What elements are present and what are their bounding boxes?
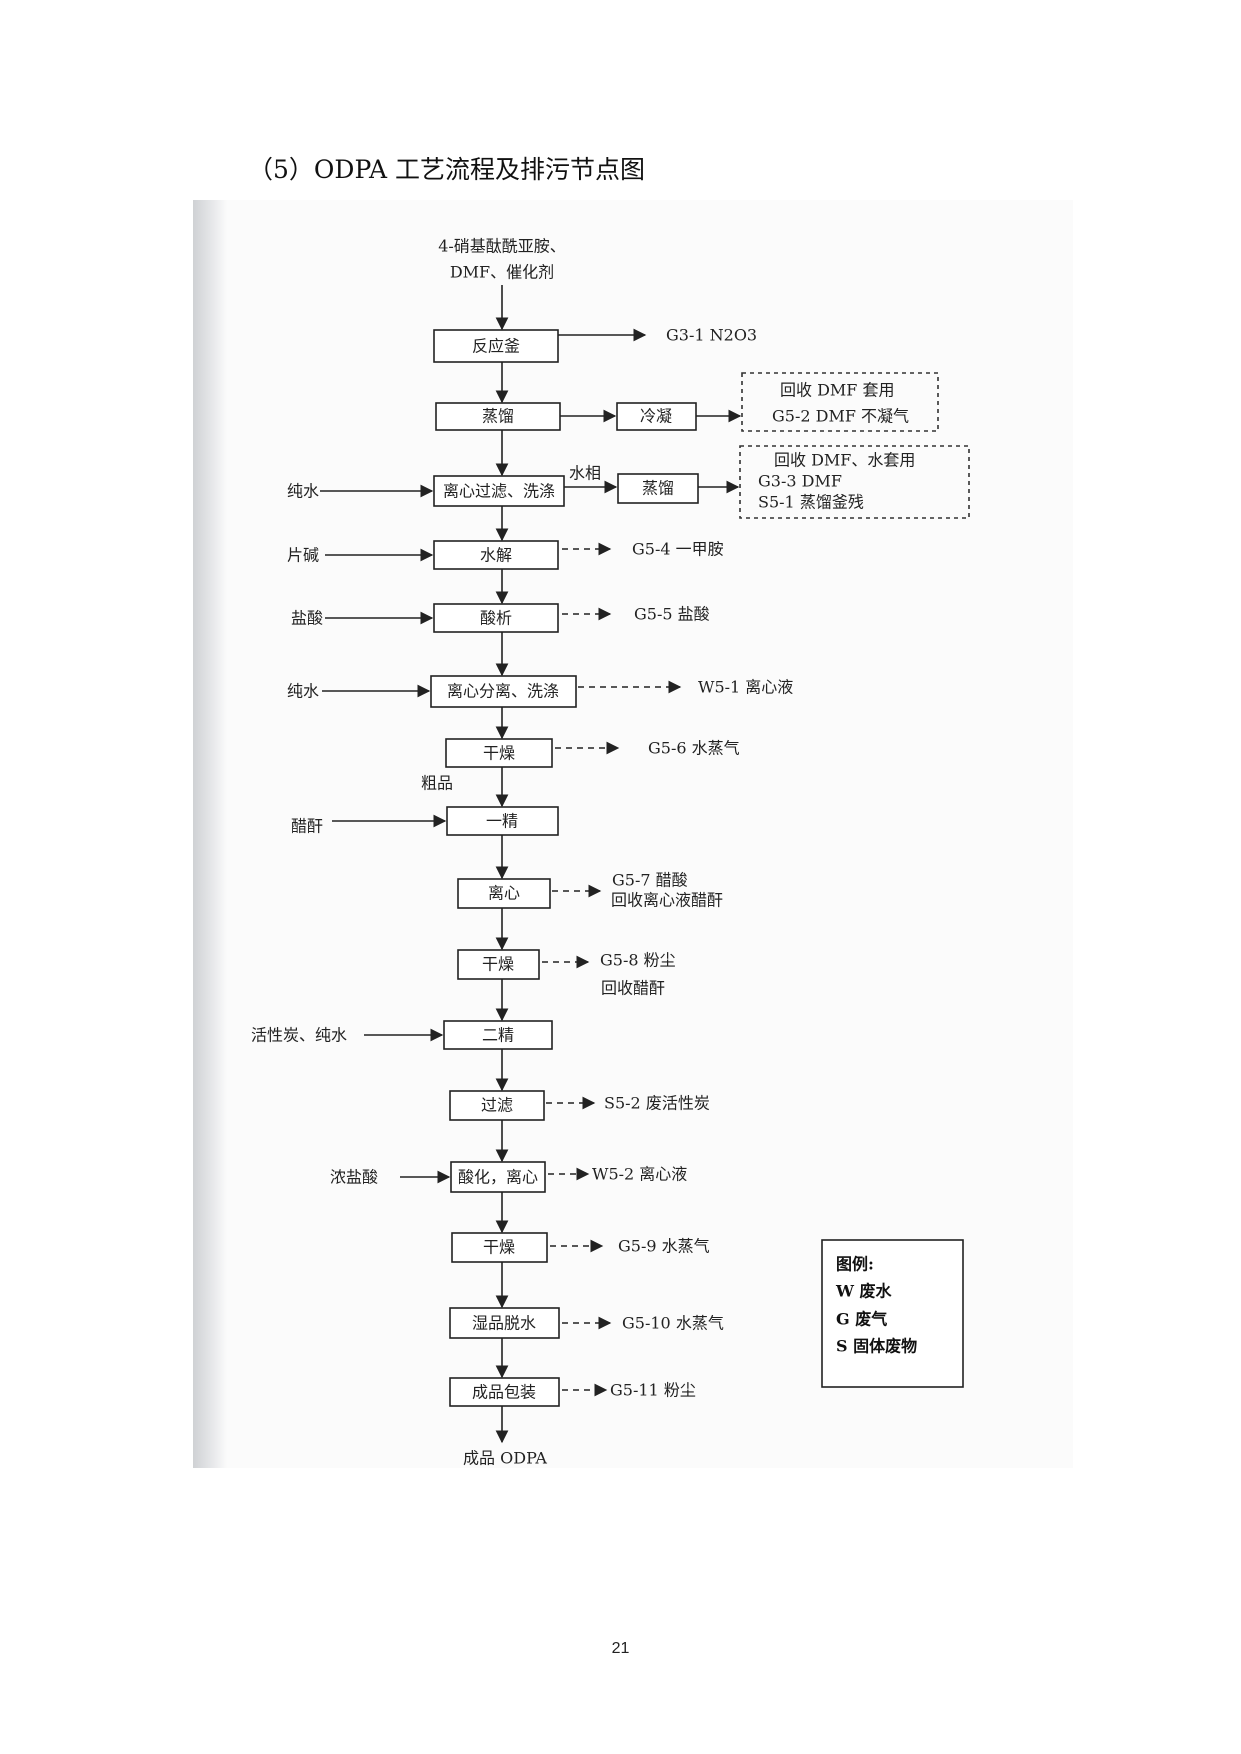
step-packaging: 成品包装 (449, 1377, 560, 1407)
svg-text:S 固体废物: S 固体废物 (836, 1337, 917, 1356)
step-drying-2: 干燥 (457, 949, 540, 980)
emission-g5-10: G5-10 水蒸气 (562, 1314, 724, 1333)
input-flake-caustic: 片碱 (287, 546, 434, 565)
step-filtration: 过滤 (449, 1090, 545, 1121)
svg-text:冷凝: 冷凝 (640, 407, 672, 426)
side-unit-water-distillation: 水相 蒸馏 (564, 464, 740, 504)
svg-text:蒸馏: 蒸馏 (642, 479, 674, 498)
svg-text:反应釜: 反应釜 (472, 337, 520, 356)
step-centrifuge-2: 离心 (457, 878, 551, 909)
step-wet-dewatering: 湿品脱水 (449, 1307, 560, 1339)
step-hydrolysis: 水解 (433, 540, 559, 570)
emission-w5-1: W5-1 离心液 (578, 678, 793, 697)
page-title: （5）ODPA 工艺流程及排污节点图 (248, 155, 645, 184)
svg-text:G5-2 DMF 不凝气: G5-2 DMF 不凝气 (772, 407, 909, 426)
svg-text:水解: 水解 (480, 546, 512, 565)
step-acidify-centrifuge: 酸化，离心 (450, 1161, 546, 1193)
svg-text:成品包装: 成品包装 (472, 1383, 536, 1402)
input-acetic-anhydride: 醋酐 (291, 814, 447, 836)
svg-text:G5-6 水蒸气: G5-6 水蒸气 (648, 739, 740, 758)
svg-text:干燥: 干燥 (483, 744, 515, 763)
svg-text:蒸馏: 蒸馏 (482, 407, 514, 426)
step-reactor: 反应釜 (433, 329, 559, 363)
svg-text:湿品脱水: 湿品脱水 (472, 1314, 536, 1333)
svg-text:纯水: 纯水 (287, 482, 319, 501)
emission-g5-8: G5-8 粉尘 回收醋酐 (542, 951, 676, 998)
svg-text:G5-7 醋酸: G5-7 醋酸 (612, 871, 688, 890)
svg-text:纯水: 纯水 (287, 682, 319, 701)
svg-text:浓盐酸: 浓盐酸 (330, 1168, 378, 1187)
emission-g5-4: G5-4 一甲胺 (562, 540, 724, 559)
svg-text:G3-3 DMF: G3-3 DMF (758, 472, 842, 491)
svg-text:片碱: 片碱 (287, 546, 319, 565)
svg-text:过滤: 过滤 (481, 1096, 513, 1115)
svg-text:G 废气: G 废气 (836, 1310, 887, 1329)
emission-g3-1: G3-1 N2O3 (558, 326, 757, 345)
input-hydrochloric-acid: 盐酸 (291, 609, 434, 628)
emission-g5-5: G5-5 盐酸 (562, 605, 710, 624)
svg-text:离心分离、洗涤: 离心分离、洗涤 (447, 682, 559, 701)
svg-text:S5-1 蒸馏釜残: S5-1 蒸馏釜残 (758, 493, 864, 512)
svg-text:回收离心液醋酐: 回收离心液醋酐 (611, 891, 723, 910)
svg-text:醋酐: 醋酐 (291, 817, 323, 836)
input-activated-carbon-water: 活性炭、纯水 (251, 1026, 444, 1045)
side-unit-condenser: 冷凝 (560, 402, 742, 431)
step-distillation: 蒸馏 (435, 402, 561, 431)
svg-text:干燥: 干燥 (483, 1238, 515, 1257)
step-drying-1: 干燥 (445, 738, 553, 768)
input-concentrated-hcl: 浓盐酸 (330, 1168, 451, 1187)
svg-text:回收醋酐: 回收醋酐 (601, 979, 665, 998)
input-pure-water-2: 纯水 (287, 682, 431, 701)
emission-w5-2: W5-2 离心液 (548, 1165, 687, 1184)
input-pure-water-1: 纯水 (287, 482, 434, 501)
svg-text:W 废水: W 废水 (835, 1282, 893, 1301)
svg-text:酸化，离心: 酸化，离心 (458, 1168, 538, 1187)
svg-text:回收 DMF 套用: 回收 DMF 套用 (780, 381, 895, 400)
step-refine-2: 二精 (443, 1020, 553, 1050)
step-drying-3: 干燥 (451, 1232, 548, 1263)
crude-product-label: 粗品 (421, 774, 453, 793)
top-input-line2: DMF、催化剂 (450, 263, 554, 282)
emission-s5-2: S5-2 废活性炭 (546, 1094, 710, 1113)
svg-text:W5-2 离心液: W5-2 离心液 (592, 1165, 687, 1184)
top-input-line1: 4-硝基酞酰亚胺、 (438, 237, 566, 256)
legend-box: 图例: W 废水 G 废气 S 固体废物 (821, 1239, 964, 1388)
svg-text:G5-8 粉尘: G5-8 粉尘 (600, 951, 676, 970)
svg-text:回收 DMF、水套用: 回收 DMF、水套用 (774, 451, 915, 470)
emission-g5-11: G5-11 粉尘 (562, 1381, 696, 1400)
svg-text:G5-5 盐酸: G5-5 盐酸 (634, 605, 710, 624)
svg-text:G5-9 水蒸气: G5-9 水蒸气 (618, 1237, 710, 1256)
recovery-box-dmf: 回收 DMF 套用 G5-2 DMF 不凝气 (741, 372, 939, 432)
step-acid-precipitation: 酸析 (433, 603, 559, 633)
page-number: 21 (611, 1640, 630, 1657)
svg-text:G5-4 一甲胺: G5-4 一甲胺 (632, 540, 724, 559)
emission-g5-6: G5-6 水蒸气 (555, 739, 740, 758)
svg-text:S5-2 废活性炭: S5-2 废活性炭 (604, 1094, 710, 1113)
step-refine-1: 一精 (446, 806, 559, 836)
svg-text:二精: 二精 (482, 1026, 514, 1045)
svg-text:水相: 水相 (569, 464, 601, 483)
svg-text:一精: 一精 (486, 812, 518, 831)
svg-text:酸析: 酸析 (480, 609, 512, 628)
step-centrifuge-filter-wash: 离心过滤、洗涤 (433, 475, 565, 507)
recovery-box-dmf-water: 回收 DMF、水套用 G3-3 DMF S5-1 蒸馏釜残 (739, 445, 970, 519)
svg-text:活性炭、纯水: 活性炭、纯水 (251, 1026, 347, 1045)
svg-text:离心: 离心 (488, 884, 520, 903)
svg-text:G5-10 水蒸气: G5-10 水蒸气 (622, 1314, 724, 1333)
svg-text:离心过滤、洗涤: 离心过滤、洗涤 (443, 482, 555, 501)
svg-text:W5-1 离心液: W5-1 离心液 (698, 678, 793, 697)
final-product-label: 成品 ODPA (463, 1449, 547, 1468)
svg-text:G5-11 粉尘: G5-11 粉尘 (610, 1381, 696, 1400)
step-centrifugal-separation-wash: 离心分离、洗涤 (430, 675, 577, 708)
svg-text:图例:: 图例: (836, 1255, 874, 1274)
svg-text:盐酸: 盐酸 (291, 609, 323, 628)
svg-text:G3-1 N2O3: G3-1 N2O3 (666, 326, 757, 345)
emission-g5-7: G5-7 醋酸 回收离心液醋酐 (552, 871, 723, 910)
svg-text:干燥: 干燥 (482, 955, 514, 974)
emission-g5-9: G5-9 水蒸气 (550, 1237, 710, 1256)
scan-shadow-edge (193, 200, 227, 1468)
